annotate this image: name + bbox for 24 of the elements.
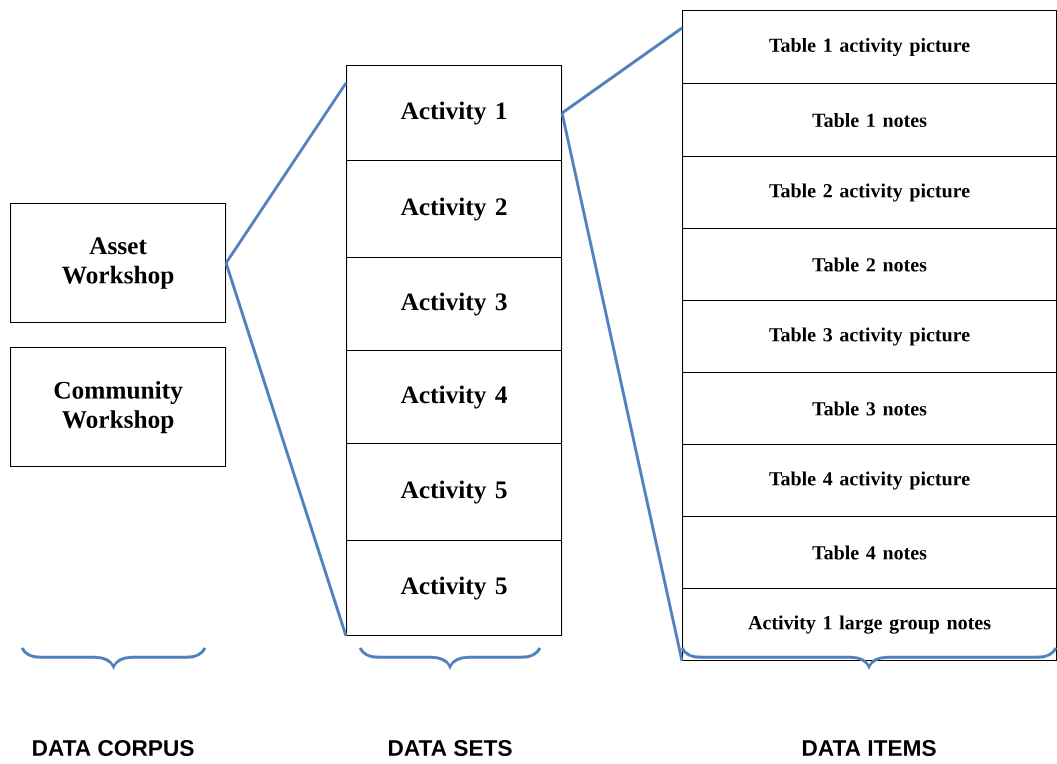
- section-label: DATA SETS: [389, 739, 512, 757]
- text-box: Table 4 notes: [682, 516, 1057, 590]
- text-box: Activity 5: [346, 540, 563, 637]
- text-box: Table 1 notes: [682, 83, 1057, 158]
- text-box: Activity 1 large group notes: [682, 588, 1057, 662]
- zoom-line: [224, 82, 348, 264]
- text-box: Table 2 notes: [682, 228, 1057, 302]
- text-box: Table 4 activity picture: [682, 444, 1057, 518]
- text-box: Activity 3: [346, 257, 563, 352]
- zoom-line: [561, 26, 683, 115]
- text-box: Activity 5: [346, 443, 563, 542]
- section-label: DATA CORPUS: [33, 739, 194, 757]
- text-box: Table 1 activity picture: [682, 10, 1057, 85]
- text-box: Table 2 activity picture: [682, 156, 1057, 230]
- text-box: Activity 1: [346, 65, 563, 162]
- text-box: Activity 2: [346, 160, 563, 259]
- text-box: Table 3 activity picture: [682, 300, 1057, 374]
- text-box: Table 3 notes: [682, 372, 1057, 446]
- text-box: Community Workshop: [10, 347, 227, 468]
- section-label: DATA ITEMS: [802, 739, 936, 757]
- zoom-line: [560, 112, 684, 662]
- text-box: Asset Workshop: [10, 203, 227, 324]
- zoom-line: [224, 262, 348, 637]
- text-box: Activity 4: [346, 350, 563, 445]
